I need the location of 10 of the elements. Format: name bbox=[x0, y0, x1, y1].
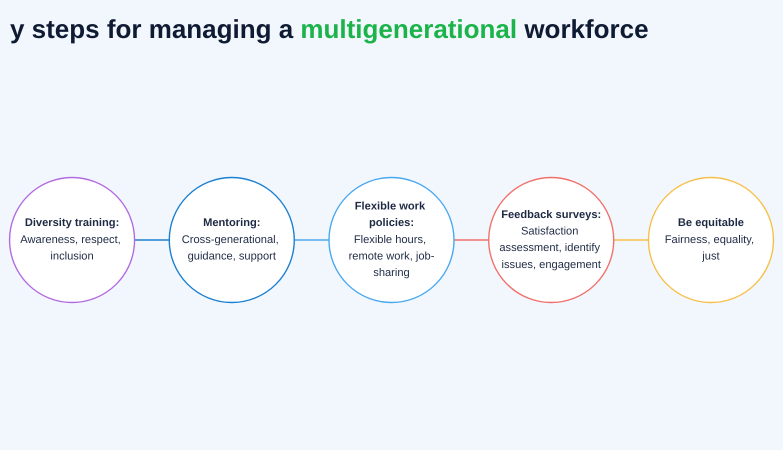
node-circle: Be equitable Fairness, equality, just bbox=[648, 176, 774, 304]
connector bbox=[614, 239, 648, 241]
node-circle: Mentoring: Cross-generational, guidance, support bbox=[168, 176, 295, 304]
node-circle: Diversity training: Awareness, respect, inclusion bbox=[8, 176, 136, 304]
title: y steps for managing a multigenerational workforce bbox=[10, 14, 650, 45]
node-circle: Feedback surveys: Satisfaction assessment, identify issues, engagement bbox=[488, 176, 614, 304]
connector bbox=[454, 239, 489, 241]
connector bbox=[134, 239, 170, 241]
connector bbox=[294, 239, 329, 241]
node-circle: Flexible work policies: Flexible hours, remote work, job-sharing bbox=[328, 176, 455, 304]
